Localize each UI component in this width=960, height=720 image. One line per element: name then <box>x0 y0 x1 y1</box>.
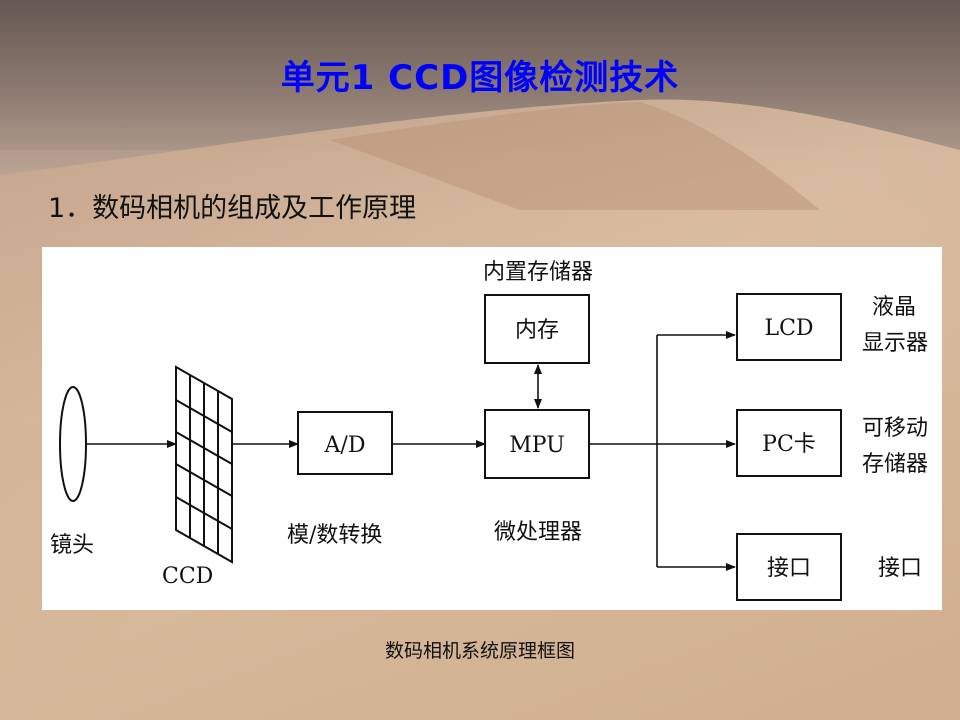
pc-card-label-line2: 存储器 <box>862 452 928 477</box>
ccd-label: CCD <box>162 564 213 589</box>
camera-block-diagram: 镜头 CCD A/D 模/数转换 内置存储器 内存 M <box>50 260 928 601</box>
pc-card-label-line1: 可移动 <box>862 416 928 441</box>
ccd-sensor-grid <box>175 365 233 564</box>
section-heading: 1．数码相机的组成及工作原理 <box>48 193 417 224</box>
slide-title: 单元1 CCD图像检测技术 <box>280 58 680 98</box>
diagram-caption: 数码相机系统原理框图 <box>384 640 575 662</box>
ad-converter-box <box>297 411 393 475</box>
lcd-box <box>736 293 842 361</box>
mpu-output-bus <box>589 335 658 567</box>
memory-box <box>484 294 590 364</box>
pc-card-box-label: PC卡 <box>762 432 816 457</box>
lens-label: 镜头 <box>50 533 94 558</box>
port-label: 接口 <box>878 556 922 581</box>
lens-shape <box>59 386 87 502</box>
pc-card-box <box>736 409 842 477</box>
lcd-box-label: LCD <box>764 316 813 341</box>
ad-converter-box-label: A/D <box>324 433 366 458</box>
diagram-panel: 镜头 CCD A/D 模/数转换 内置存储器 内存 M <box>42 247 942 610</box>
mpu-box-label: MPU <box>509 433 564 458</box>
mpu-label: 微处理器 <box>494 520 582 545</box>
memory-label: 内置存储器 <box>483 260 593 285</box>
ad-converter-label: 模/数转换 <box>287 523 382 548</box>
port-box <box>736 533 842 601</box>
lcd-label-line2: 显示器 <box>862 331 928 356</box>
port-box-label: 接口 <box>767 556 811 581</box>
mpu-box <box>484 409 590 479</box>
lcd-label-line1: 液晶 <box>872 295 916 320</box>
memory-box-label: 内存 <box>515 318 559 343</box>
